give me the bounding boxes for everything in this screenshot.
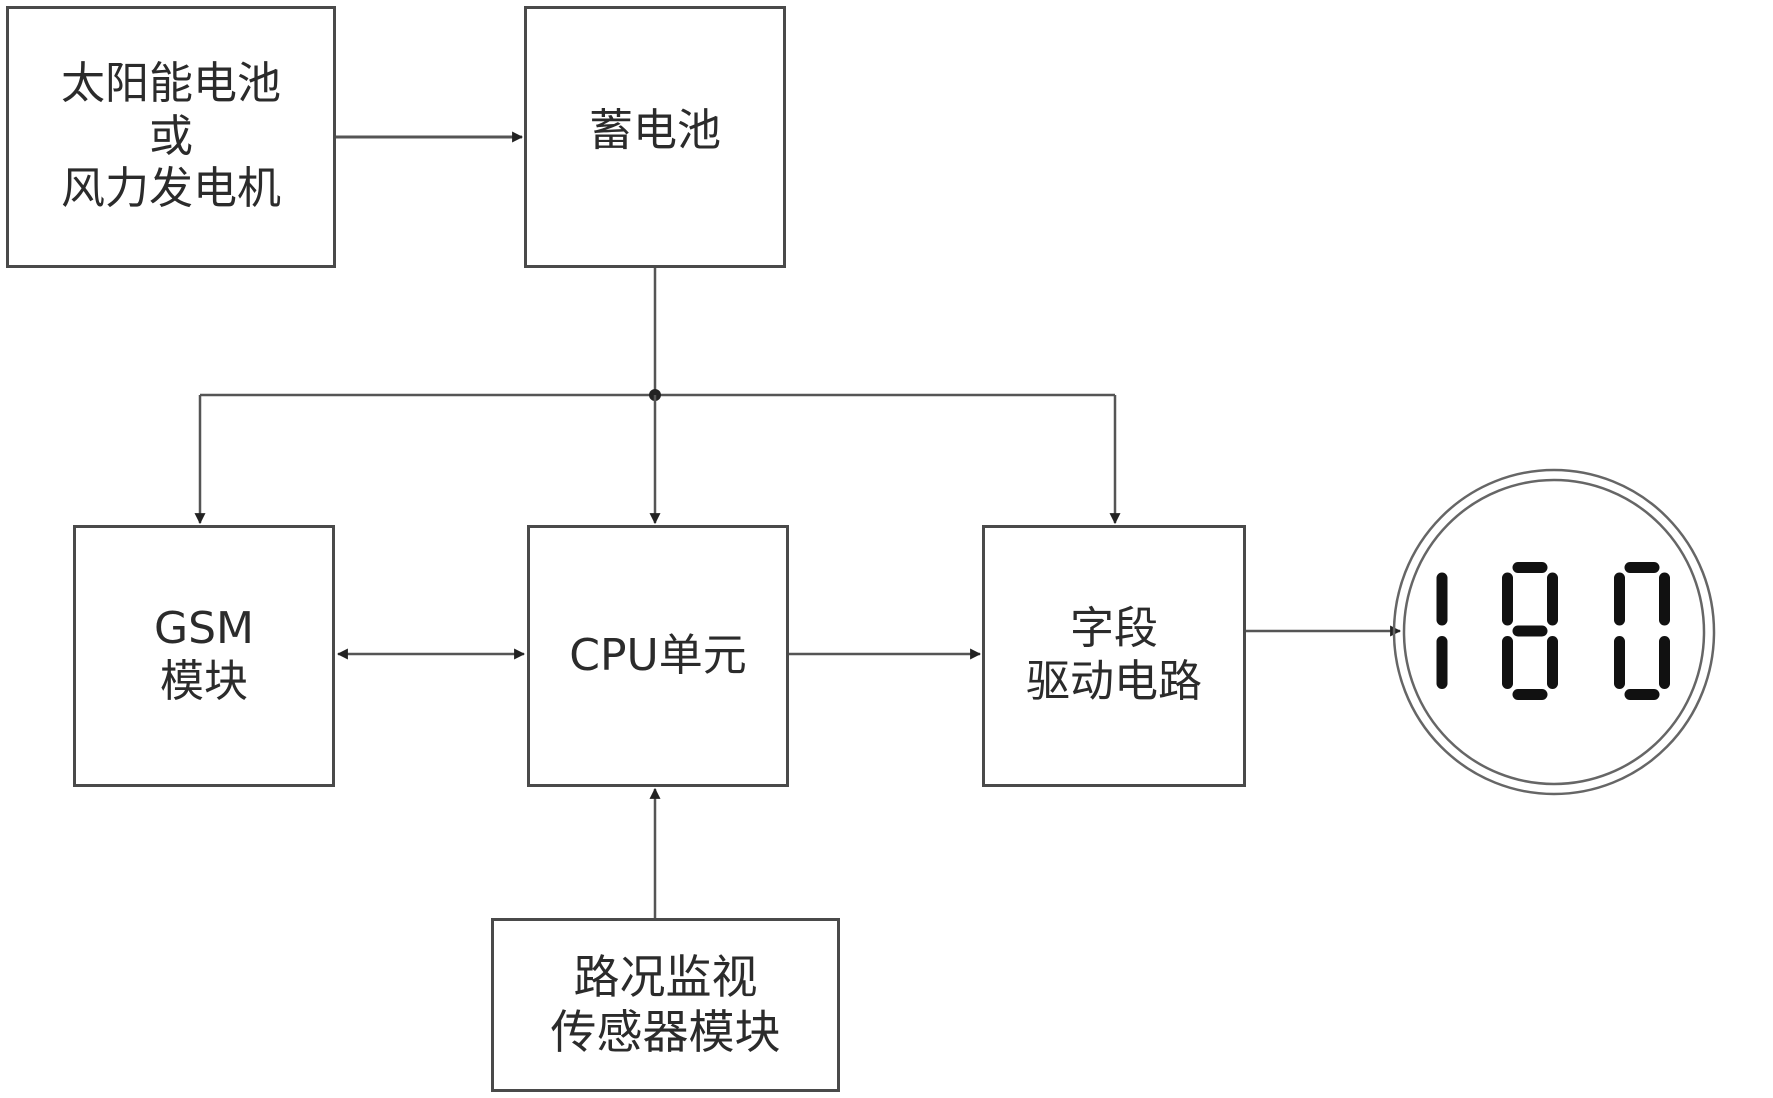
segment-driver-box: 字段 驱动电路 [982,525,1246,787]
segment-digit-1-c [1436,636,1448,689]
segment-digit-3-a [1624,562,1660,573]
sensor-label-line-2: 传感器模块 [550,1005,781,1059]
driver-label-line-1: 字段 [1070,603,1158,655]
display-inner-ring [1402,478,1706,786]
segment-digit-2-e [1502,636,1513,689]
sensor-label-line-1: 路况监视 [573,949,758,1004]
segment-digit-3-c [1659,636,1670,689]
gsm-module-box: GSM 模块 [73,525,335,787]
segment-digit-2-g [1512,625,1548,637]
power-source-label-line-1: 太阳能电池 [61,57,281,109]
junction-dot [649,389,661,401]
gsm-label-line-2: 模块 [160,656,248,707]
power-source-box: 太阳能电池 或 风力发电机 [6,6,336,268]
segment-digit-2-d [1512,689,1548,700]
segment-digit-3-e [1614,636,1625,689]
segment-digit-2-c [1547,636,1558,689]
segment-digit-2-b [1547,572,1558,626]
power-source-label-line-2: 或 [149,110,193,162]
segment-digit-3-d [1624,689,1660,700]
driver-label-line-2: 驱动电路 [1026,656,1202,707]
speed-display [1392,468,1716,796]
power-source-label-line-3: 风力发电机 [61,163,281,215]
battery-label: 蓄电池 [589,105,721,156]
road-sensor-module-box: 路况监视 传感器模块 [491,918,840,1092]
seven-segment-readout [1436,562,1670,700]
segment-digit-2-f [1502,572,1513,626]
segment-digit-3-b [1659,572,1670,626]
segment-digit-3-f [1614,572,1625,626]
segment-digit-2-a [1512,562,1548,573]
cpu-unit-box: CPU单元 [527,525,789,787]
display-outer-ring [1392,468,1716,796]
battery-box: 蓄电池 [524,6,786,268]
gsm-label-line-1: GSM [154,603,254,655]
segment-digit-1-b [1436,572,1448,626]
cpu-label: CPU单元 [569,629,747,681]
